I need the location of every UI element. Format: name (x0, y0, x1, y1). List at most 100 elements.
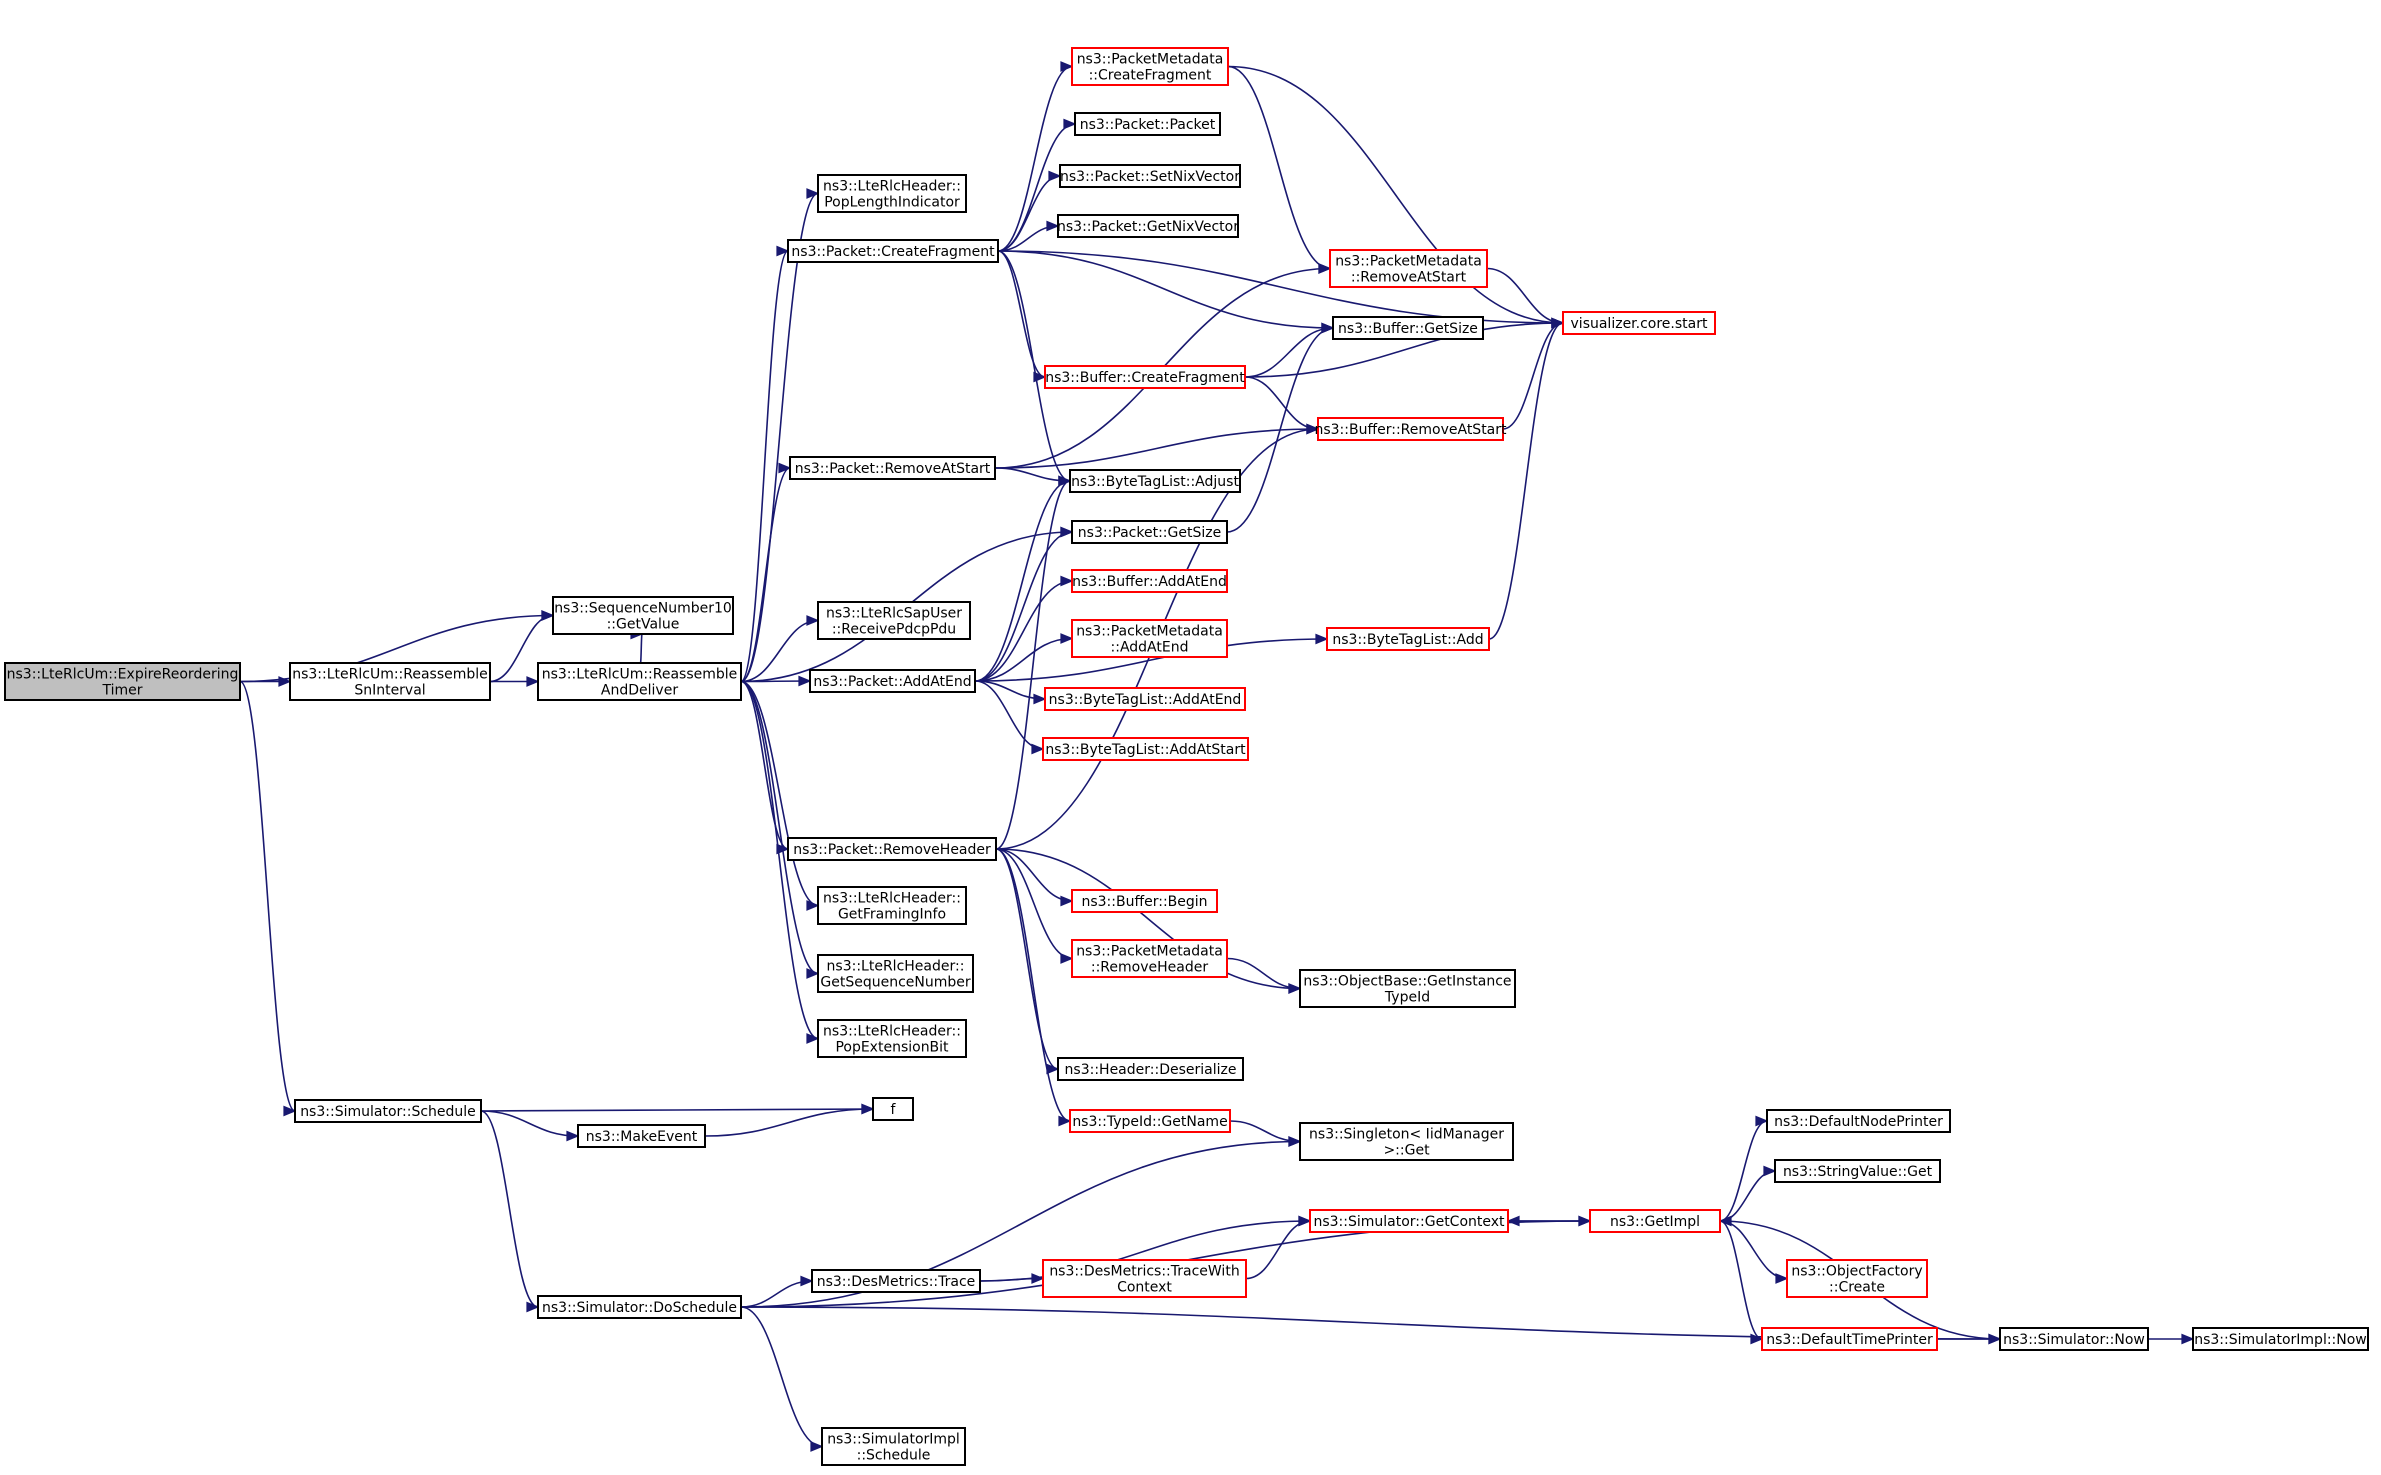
node-box[interactable] (1562, 311, 1716, 335)
node-box[interactable] (1042, 1259, 1247, 1298)
node-getframing[interactable]: ns3::LteRlcHeader::GetFramingInfo (817, 886, 967, 925)
node-box[interactable] (1774, 1159, 1941, 1183)
node-box[interactable] (537, 662, 742, 701)
node-box[interactable] (872, 1097, 914, 1121)
node-recvpdcp[interactable]: ns3::LteRlcSapUser::ReceivePdcpPdu (817, 601, 971, 640)
node-btl_add[interactable]: ns3::ByteTagList::Add (1326, 627, 1490, 651)
node-box[interactable] (1042, 737, 1249, 761)
node-box[interactable] (789, 456, 996, 480)
node-pkt_ctor[interactable]: ns3::Packet::Packet (1074, 112, 1221, 136)
node-box[interactable] (1309, 1209, 1509, 1233)
node-defnodeprinter[interactable]: ns3::DefaultNodePrinter (1766, 1109, 1951, 1133)
node-addatend[interactable]: ns3::Packet::AddAtEnd (809, 669, 976, 693)
node-box[interactable] (821, 1427, 966, 1466)
node-box[interactable] (1999, 1327, 2149, 1351)
node-box[interactable] (1329, 249, 1488, 288)
node-box[interactable] (552, 596, 734, 635)
node-pkt_getsize[interactable]: ns3::Packet::GetSize (1071, 520, 1228, 544)
node-box[interactable] (289, 662, 491, 701)
node-box[interactable] (1761, 1327, 1938, 1351)
node-box[interactable] (1317, 417, 1504, 441)
node-buf_rmstart[interactable]: ns3::Buffer::RemoveAtStart (1314, 417, 1507, 441)
node-box[interactable] (1332, 316, 1484, 340)
node-pm_rmheader[interactable]: ns3::PacketMetadata::RemoveHeader (1071, 939, 1228, 978)
node-box[interactable] (1589, 1209, 1721, 1233)
node-box[interactable] (817, 954, 974, 993)
node-box[interactable] (1071, 569, 1228, 593)
node-box[interactable] (1071, 619, 1228, 658)
node-schedule[interactable]: ns3::Simulator::Schedule (294, 1099, 482, 1123)
node-box[interactable] (1057, 214, 1239, 238)
node-simimpl_sched[interactable]: ns3::SimulatorImpl::Schedule (821, 1427, 966, 1466)
node-box[interactable] (787, 837, 997, 861)
node-getimpl[interactable]: ns3::GetImpl (1589, 1209, 1721, 1233)
node-box[interactable] (577, 1124, 706, 1148)
node-box[interactable] (1071, 939, 1228, 978)
node-box[interactable] (1786, 1259, 1928, 1298)
node-pm_addatend[interactable]: ns3::PacketMetadata::AddAtEnd (1071, 619, 1228, 658)
node-box[interactable] (1069, 469, 1241, 493)
node-box[interactable] (817, 1019, 967, 1058)
node-getseq[interactable]: ns3::LteRlcHeader::GetSequenceNumber (817, 954, 974, 993)
node-box[interactable] (1044, 365, 1246, 389)
node-pm_createfrag[interactable]: ns3::PacketMetadata::CreateFragment (1071, 47, 1229, 86)
node-box[interactable] (294, 1099, 482, 1123)
node-box[interactable] (1069, 1109, 1231, 1133)
node-box[interactable] (1057, 1057, 1244, 1081)
node-box[interactable] (817, 174, 967, 213)
node-box[interactable] (1299, 1122, 1514, 1161)
node-btl_addatend[interactable]: ns3::ByteTagList::AddAtEnd (1044, 687, 1246, 711)
node-getnix[interactable]: ns3::Packet::GetNixVector (1057, 214, 1239, 238)
node-popext[interactable]: ns3::LteRlcHeader::PopExtensionBit (817, 1019, 967, 1058)
node-box[interactable] (811, 1269, 981, 1293)
node-buf_addatend[interactable]: ns3::Buffer::AddAtEnd (1071, 569, 1228, 593)
node-typeid_getname[interactable]: ns3::TypeId::GetName (1069, 1109, 1231, 1133)
node-rmheader[interactable]: ns3::Packet::RemoveHeader (787, 837, 997, 861)
node-deftimeprinter[interactable]: ns3::DefaultTimePrinter (1761, 1327, 1938, 1351)
node-viz_start[interactable]: visualizer.core.start (1562, 311, 1716, 335)
node-box[interactable] (809, 669, 976, 693)
node-box[interactable] (787, 239, 999, 263)
node-createfrag[interactable]: ns3::Packet::CreateFragment (787, 239, 999, 263)
node-doschedule[interactable]: ns3::Simulator::DoSchedule (537, 1295, 742, 1319)
node-btl_adjust[interactable]: ns3::ByteTagList::Adjust (1069, 469, 1241, 493)
node-sim_now[interactable]: ns3::Simulator::Now (1999, 1327, 2149, 1351)
node-f[interactable]: f (872, 1097, 914, 1121)
node-buf_createfrag[interactable]: ns3::Buffer::CreateFragment (1044, 365, 1246, 389)
node-box[interactable] (2192, 1327, 2369, 1351)
node-sn10get[interactable]: ns3::SequenceNumber10::GetValue (552, 596, 734, 635)
node-box[interactable] (1071, 520, 1228, 544)
node-box[interactable] (1074, 112, 1221, 136)
node-desm_trace[interactable]: ns3::DesMetrics::Trace (811, 1269, 981, 1293)
node-box[interactable] (817, 601, 971, 640)
node-rmstart[interactable]: ns3::Packet::RemoveAtStart (789, 456, 996, 480)
node-poplen[interactable]: ns3::LteRlcHeader::PopLengthIndicator (817, 174, 967, 213)
node-buf_getsize[interactable]: ns3::Buffer::GetSize (1332, 316, 1484, 340)
node-box[interactable] (1044, 687, 1246, 711)
node-simimpl_now[interactable]: ns3::SimulatorImpl::Now (2192, 1327, 2369, 1351)
node-box[interactable] (4, 662, 241, 701)
node-box[interactable] (817, 886, 967, 925)
node-box[interactable] (1766, 1109, 1951, 1133)
node-buf_begin[interactable]: ns3::Buffer::Begin (1071, 889, 1218, 913)
node-box[interactable] (1071, 889, 1218, 913)
node-box[interactable] (1326, 627, 1490, 651)
node-makeevent[interactable]: ns3::MakeEvent (577, 1124, 706, 1148)
node-box[interactable] (537, 1295, 742, 1319)
node-btl_addatstart[interactable]: ns3::ByteTagList::AddAtStart (1042, 737, 1249, 761)
node-objfactory[interactable]: ns3::ObjectFactory::Create (1786, 1259, 1928, 1298)
node-box[interactable] (1299, 969, 1516, 1008)
node-box[interactable] (1059, 164, 1241, 188)
node-sim_getctx[interactable]: ns3::Simulator::GetContext (1309, 1209, 1509, 1233)
node-pm_rmstart[interactable]: ns3::PacketMetadata::RemoveAtStart (1329, 249, 1488, 288)
node-singleton[interactable]: ns3::Singleton< IidManager >::Get (1299, 1122, 1514, 1161)
node-strval_get[interactable]: ns3::StringValue::Get (1774, 1159, 1941, 1183)
node-box[interactable] (1071, 47, 1229, 86)
node-setnix[interactable]: ns3::Packet::SetNixVector (1059, 164, 1241, 188)
node-hdr_deser[interactable]: ns3::Header::Deserialize (1057, 1057, 1244, 1081)
